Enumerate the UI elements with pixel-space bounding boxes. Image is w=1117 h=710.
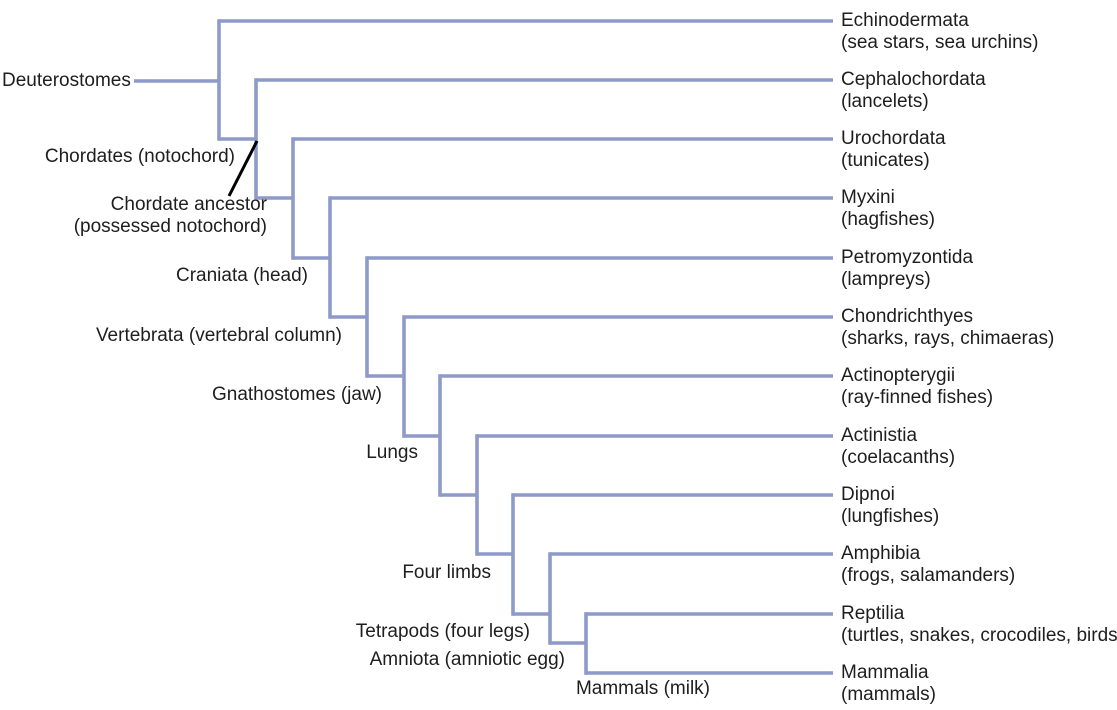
taxon-name: Echinodermata	[841, 10, 969, 31]
taxon-name: Actinopterygii	[841, 365, 956, 386]
taxon-common-name: (coelacanths)	[841, 446, 956, 468]
taxon-common-name: (frogs, salamanders)	[841, 564, 1016, 586]
taxon-name: Dipnoi	[841, 484, 895, 505]
chordate-ancestor-pointer-line	[227, 140, 259, 197]
taxon-name: Cephalochordata	[841, 69, 986, 90]
taxon-name: Urochordata	[841, 128, 946, 149]
leaf-petromyzontida: Petromyzontida (lampreys)	[841, 247, 973, 290]
node-label-tetrapods: Tetrapods (four legs)	[355, 621, 530, 642]
leaf-reptilia: Reptilia (turtles, snakes, crocodiles, b…	[841, 603, 1117, 646]
node-label-lungs: Lungs	[366, 442, 418, 463]
root-label-deuterostomes: Deuterostomes	[2, 70, 131, 91]
leaf-amphibia: Amphibia (frogs, salamanders)	[841, 543, 1015, 586]
node-label-vertebrata: Vertebrata (vertebral column)	[95, 325, 342, 346]
taxon-common-name: (turtles, snakes, crocodiles, birds)	[841, 624, 1117, 646]
taxon-common-name: (lancelets)	[841, 90, 929, 112]
taxon-common-name: (hagfishes)	[841, 208, 935, 230]
taxon-name: Myxini	[841, 187, 895, 208]
node-label-craniata: Craniata (head)	[175, 265, 308, 286]
taxon-common-name: (ray-finned fishes)	[841, 386, 994, 408]
leaf-mammalia: Mammalia (mammals)	[841, 662, 936, 705]
taxon-name: Mammalia	[841, 662, 929, 683]
leaf-actinistia: Actinistia (coelacanths)	[841, 425, 955, 468]
leaf-chondrichthyes: Chondrichthyes (sharks, rays, chimaeras)	[841, 306, 1054, 349]
leaf-echinodermata: Echinodermata (sea stars, sea urchins)	[841, 10, 1038, 53]
node-label-chordate-ancestor: Chordate ancestor (possessed notochord)	[73, 194, 267, 237]
leaf-cephalochordata: Cephalochordata (lancelets)	[841, 69, 986, 112]
leaf-myxini: Myxini (hagfishes)	[841, 187, 935, 230]
taxon-common-name: (lungfishes)	[841, 505, 940, 527]
taxon-name: Amphibia	[841, 543, 921, 564]
taxon-name: Reptilia	[841, 603, 905, 624]
node-label-gnathostomes: Gnathostomes (jaw)	[211, 384, 382, 405]
node-label-mammals: Mammals (milk)	[575, 678, 710, 699]
node-label-four-limbs: Four limbs	[402, 562, 491, 583]
leaf-urochordata: Urochordata (tunicates)	[841, 128, 946, 171]
taxon-common-name: (mammals)	[841, 683, 936, 705]
taxon-common-name: (lampreys)	[841, 268, 931, 290]
taxon-common-name: (sharks, rays, chimaeras)	[841, 327, 1055, 349]
node-label-chordates: Chordates (notochord)	[44, 146, 235, 167]
taxon-common-name: (tunicates)	[841, 149, 930, 171]
taxon-name: Petromyzontida	[841, 247, 974, 268]
leaf-dipnoi: Dipnoi (lungfishes)	[841, 484, 939, 527]
taxon-common-name: (sea stars, sea urchins)	[841, 31, 1039, 53]
node-label-amniota: Amniota (amniotic egg)	[369, 649, 565, 670]
leaf-actinopterygii: Actinopterygii (ray-finned fishes)	[841, 365, 993, 408]
taxon-name: Chondrichthyes	[841, 306, 974, 327]
taxon-name: Actinistia	[841, 425, 918, 446]
